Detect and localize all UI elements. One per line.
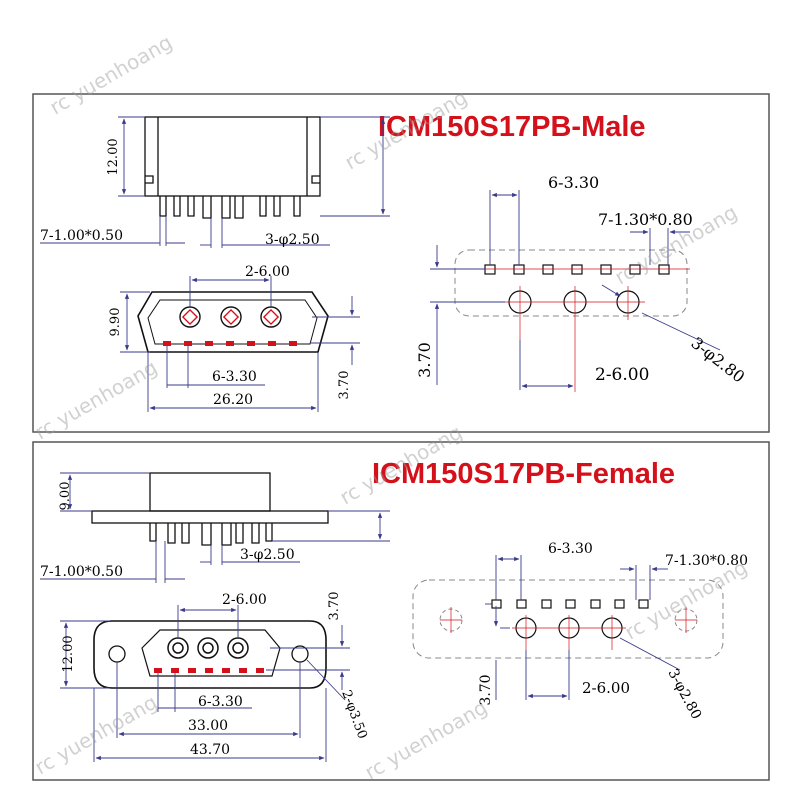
- male-front-height-label: 9.90: [108, 308, 123, 337]
- female-pcb-pad-size-label: 7-1.30*0.80: [665, 553, 748, 569]
- male-front-signal-pitch-label: 6-3.30: [212, 369, 257, 385]
- female-panel-frame: [32, 441, 770, 781]
- female-front-power-contacts: [167, 637, 249, 659]
- female-signal-pin-label: 7-1.00*0.50: [40, 564, 123, 580]
- male-front-signal-contacts: [163, 341, 297, 346]
- female-front-dims: [60, 605, 350, 762]
- male-power-pin-label: 3-φ2.50: [265, 232, 320, 248]
- watermark-layer: rc yuenhoang rc yuenhoang rc yuenhoang r…: [31, 30, 752, 784]
- female-mount-hole-label: 2-φ3.50: [338, 688, 369, 741]
- male-title: ICM150S17PB-Male: [378, 111, 646, 143]
- male-front-view: [137, 291, 329, 353]
- watermark-text: rc yuenhoang: [31, 355, 162, 444]
- male-side-view: [144, 116, 321, 219]
- female-pcb-hole-label: 3-φ2.80: [664, 666, 704, 722]
- female-pcb-dims: [485, 555, 681, 700]
- male-pcb-dims: [430, 190, 721, 390]
- female-side-dims: [40, 472, 390, 583]
- male-pcb-pad-size-label: 7-1.30*0.80: [598, 210, 693, 229]
- female-front-signal-contacts: [154, 668, 264, 673]
- watermark-text: rc yuenhoang: [361, 695, 492, 784]
- male-pcb-hole-label: 3-φ2.80: [688, 333, 749, 386]
- male-front-offset-label: 3.70: [337, 371, 352, 400]
- female-side-height-label: 9.00: [58, 482, 73, 511]
- male-pcb-signal-pads: [484, 264, 670, 275]
- female-front-view: [93, 620, 327, 689]
- female-pcb-offset-label: 3.70: [478, 674, 494, 705]
- female-front-offset-label: 3.70: [327, 592, 342, 621]
- male-pcb-layout: [440, 249, 690, 392]
- male-front-dims: [120, 276, 360, 412]
- male-front-width-label: 26.20: [213, 392, 253, 408]
- male-side-dims: [40, 116, 390, 248]
- female-pcb-signal-pitch-label: 6-3.30: [548, 541, 593, 557]
- male-front-power-pitch-label: 2-6.00: [245, 264, 290, 280]
- female-side-pins: [149, 523, 273, 546]
- watermark-text: rc yuenhoang: [31, 690, 162, 779]
- male-side-pins: [159, 196, 301, 219]
- female-pcb-power-pitch-label: 2-6.00: [582, 679, 630, 697]
- male-side-height-label: 12.00: [106, 138, 121, 175]
- male-pcb-power-pitch-label: 2-6.00: [595, 365, 649, 385]
- male-pcb-offset-label: 3.70: [415, 342, 434, 378]
- female-title: ICM150S17PB-Female: [372, 458, 675, 490]
- female-front-signal-pitch-label: 6-3.30: [198, 694, 243, 710]
- male-panel-frame: [32, 93, 770, 433]
- female-power-pin-label: 3-φ2.50: [240, 547, 295, 563]
- male-signal-pin-label: 7-1.00*0.50: [40, 228, 123, 244]
- female-front-width-label: 43.70: [190, 742, 230, 758]
- female-front-power-pitch-label: 2-6.00: [222, 592, 267, 608]
- female-front-height-label: 12.00: [61, 635, 76, 672]
- female-pcb-signal-pads: [491, 599, 649, 609]
- male-front-power-contacts: [179, 306, 282, 328]
- watermark-text: rc yuenhoang: [46, 30, 177, 119]
- female-front-hole-spacing-label: 33.00: [188, 718, 228, 734]
- male-pcb-signal-pitch-label: 6-3.30: [548, 173, 599, 192]
- female-pcb-layout: [412, 579, 724, 659]
- female-side-view: [91, 472, 329, 546]
